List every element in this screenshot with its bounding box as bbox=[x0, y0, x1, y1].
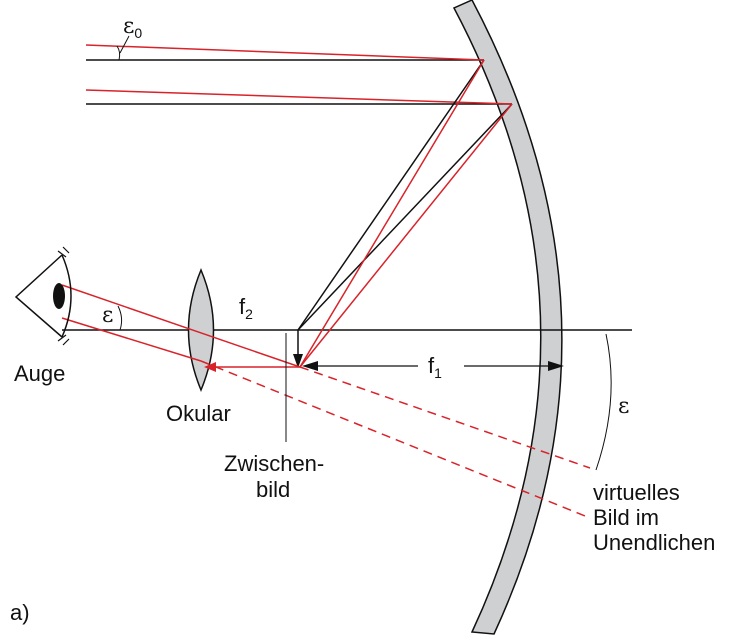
epsilon-eye-arc bbox=[117, 305, 123, 331]
epsilon0-leader bbox=[119, 35, 130, 54]
concave-mirror bbox=[452, 0, 563, 635]
reflected-ray-red-2 bbox=[299, 103, 513, 368]
intermediate-image-label-line2: bild bbox=[256, 477, 290, 502]
epsilon0-label: ε0 bbox=[123, 14, 142, 41]
reflected-ray-black-1 bbox=[297, 59, 485, 331]
virtual-ray-dashed-2 bbox=[200, 360, 591, 519]
eyepiece-label: Okular bbox=[166, 401, 231, 426]
intermediate-image-arrowhead bbox=[293, 354, 303, 368]
virtual-image-label-line1: virtuelles bbox=[593, 480, 680, 505]
image-to-eye-ray bbox=[61, 284, 301, 368]
reflected-ray-red-1 bbox=[299, 59, 485, 368]
f1-label: f1 bbox=[428, 353, 442, 381]
virtual-image-label-line3: Unendlichen bbox=[593, 530, 715, 555]
image-to-lens-arrowhead bbox=[204, 362, 216, 372]
panel-label: a) bbox=[10, 600, 30, 625]
incoming-ray-red-2 bbox=[85, 89, 513, 105]
epsilon-right-label: ε bbox=[618, 394, 629, 419]
f1-arrowhead-left bbox=[302, 361, 318, 371]
intermediate-image-label-line1: Zwischen- bbox=[224, 451, 324, 476]
eye-icon bbox=[14, 246, 72, 346]
epsilon-eye-label: ε bbox=[102, 303, 113, 328]
eye-label: Auge bbox=[14, 361, 65, 386]
virtual-image-label-line2: Bild im bbox=[593, 505, 659, 530]
epsilon0-angle-arc bbox=[116, 45, 121, 61]
f2-label: f2 bbox=[239, 294, 253, 322]
eyepiece-lens bbox=[187, 268, 215, 392]
virtual-ray-dashed-1 bbox=[299, 366, 591, 469]
incoming-ray-red-1 bbox=[85, 44, 485, 61]
lens-to-eye-ray bbox=[61, 317, 202, 362]
epsilon-right-arc bbox=[595, 333, 612, 471]
f1-arrowhead-right bbox=[548, 361, 564, 371]
reflected-ray-black-2 bbox=[297, 103, 513, 331]
